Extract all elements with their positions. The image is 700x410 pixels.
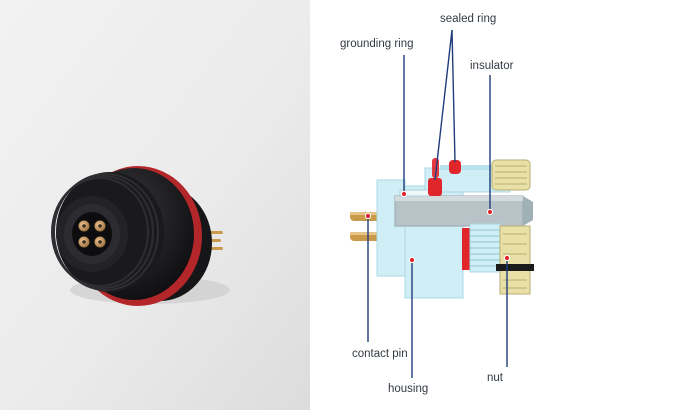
leader-lines — [367, 29, 508, 378]
label-nut: nut — [487, 372, 503, 384]
label-insulator: insulator — [470, 60, 514, 72]
connector-photo — [0, 0, 310, 410]
insulator-body — [394, 195, 533, 227]
thread-section — [469, 223, 501, 273]
leader-dots — [364, 190, 511, 264]
label-housing: housing — [388, 383, 429, 395]
label-sealed-ring: sealed ring — [440, 13, 497, 25]
cross-section-diagram — [350, 29, 534, 378]
label-contact-pin: contact pin — [352, 348, 408, 360]
thread-lines-icon — [51, 173, 159, 291]
contact-sockets-icon — [78, 220, 106, 248]
label-grounding-ring: grounding ring — [340, 38, 414, 50]
